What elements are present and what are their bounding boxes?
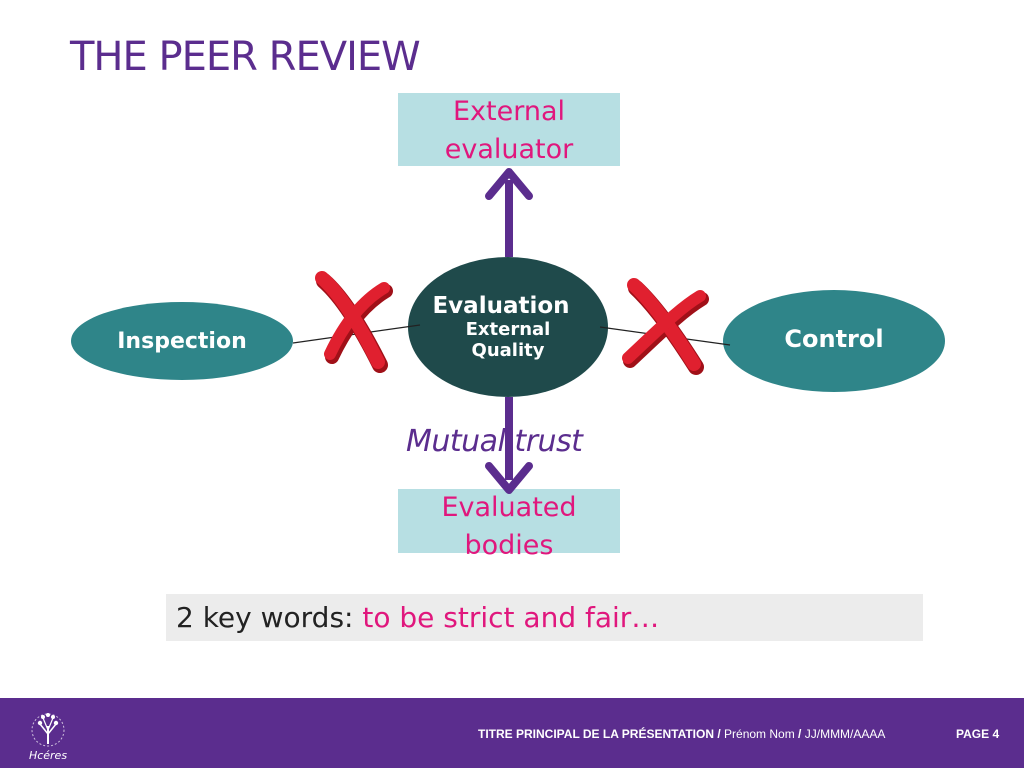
left-connector-line — [292, 324, 421, 344]
logo-text: Hcéres — [29, 749, 67, 762]
inspection-label: Inspection — [117, 328, 247, 354]
presentation-date: JJ/MMM/AAAA — [804, 727, 886, 741]
key-words-banner: 2 key words: to be strict and fair… — [166, 594, 923, 641]
external-evaluator-line1: External — [452, 96, 566, 127]
evaluated-bodies-line2: bodies — [464, 530, 554, 561]
page-number: PAGE 4 — [956, 727, 1000, 741]
external-evaluator-line2: evaluator — [444, 134, 574, 165]
evaluation-ellipse: Evaluation External Quality — [408, 257, 608, 397]
inspection-ellipse: Inspection — [71, 302, 293, 380]
external-label: External — [465, 319, 551, 340]
arrow-up-icon — [485, 168, 533, 257]
control-label: Control — [784, 325, 884, 353]
x-mark-icon-left — [315, 271, 393, 373]
evaluation-label: Evaluation — [432, 293, 570, 319]
presenter-name: Prénom Nom — [724, 727, 795, 741]
footer-text: TITRE PRINCIPAL DE LA PRÉSENTATION / Pré… — [478, 727, 885, 741]
footer-sep-1: / — [714, 727, 725, 741]
right-connector-line — [599, 326, 731, 346]
control-ellipse: Control — [723, 290, 945, 392]
hceres-logo-icon: Hcéres — [29, 713, 67, 762]
evaluated-bodies-box: Evaluated bodies — [398, 489, 620, 561]
key-words-highlight: to be strict and fair… — [362, 601, 660, 634]
mutual-trust-label: Mutual trust — [406, 424, 583, 459]
external-evaluator-box: External evaluator — [398, 93, 620, 166]
key-words-prefix: 2 key words: — [176, 601, 363, 634]
quality-label: Quality — [471, 340, 545, 361]
x-mark-icon-right — [622, 278, 709, 375]
footer-bar: Hcéres TITRE PRINCIPAL DE LA PRÉSENTATIO… — [0, 698, 1024, 768]
presentation-title: TITRE PRINCIPAL DE LA PRÉSENTATION — [478, 727, 715, 741]
slide-title: THE PEER REVIEW — [70, 34, 421, 80]
footer-sep-2: / — [794, 727, 805, 741]
evaluated-bodies-line1: Evaluated — [441, 492, 577, 523]
